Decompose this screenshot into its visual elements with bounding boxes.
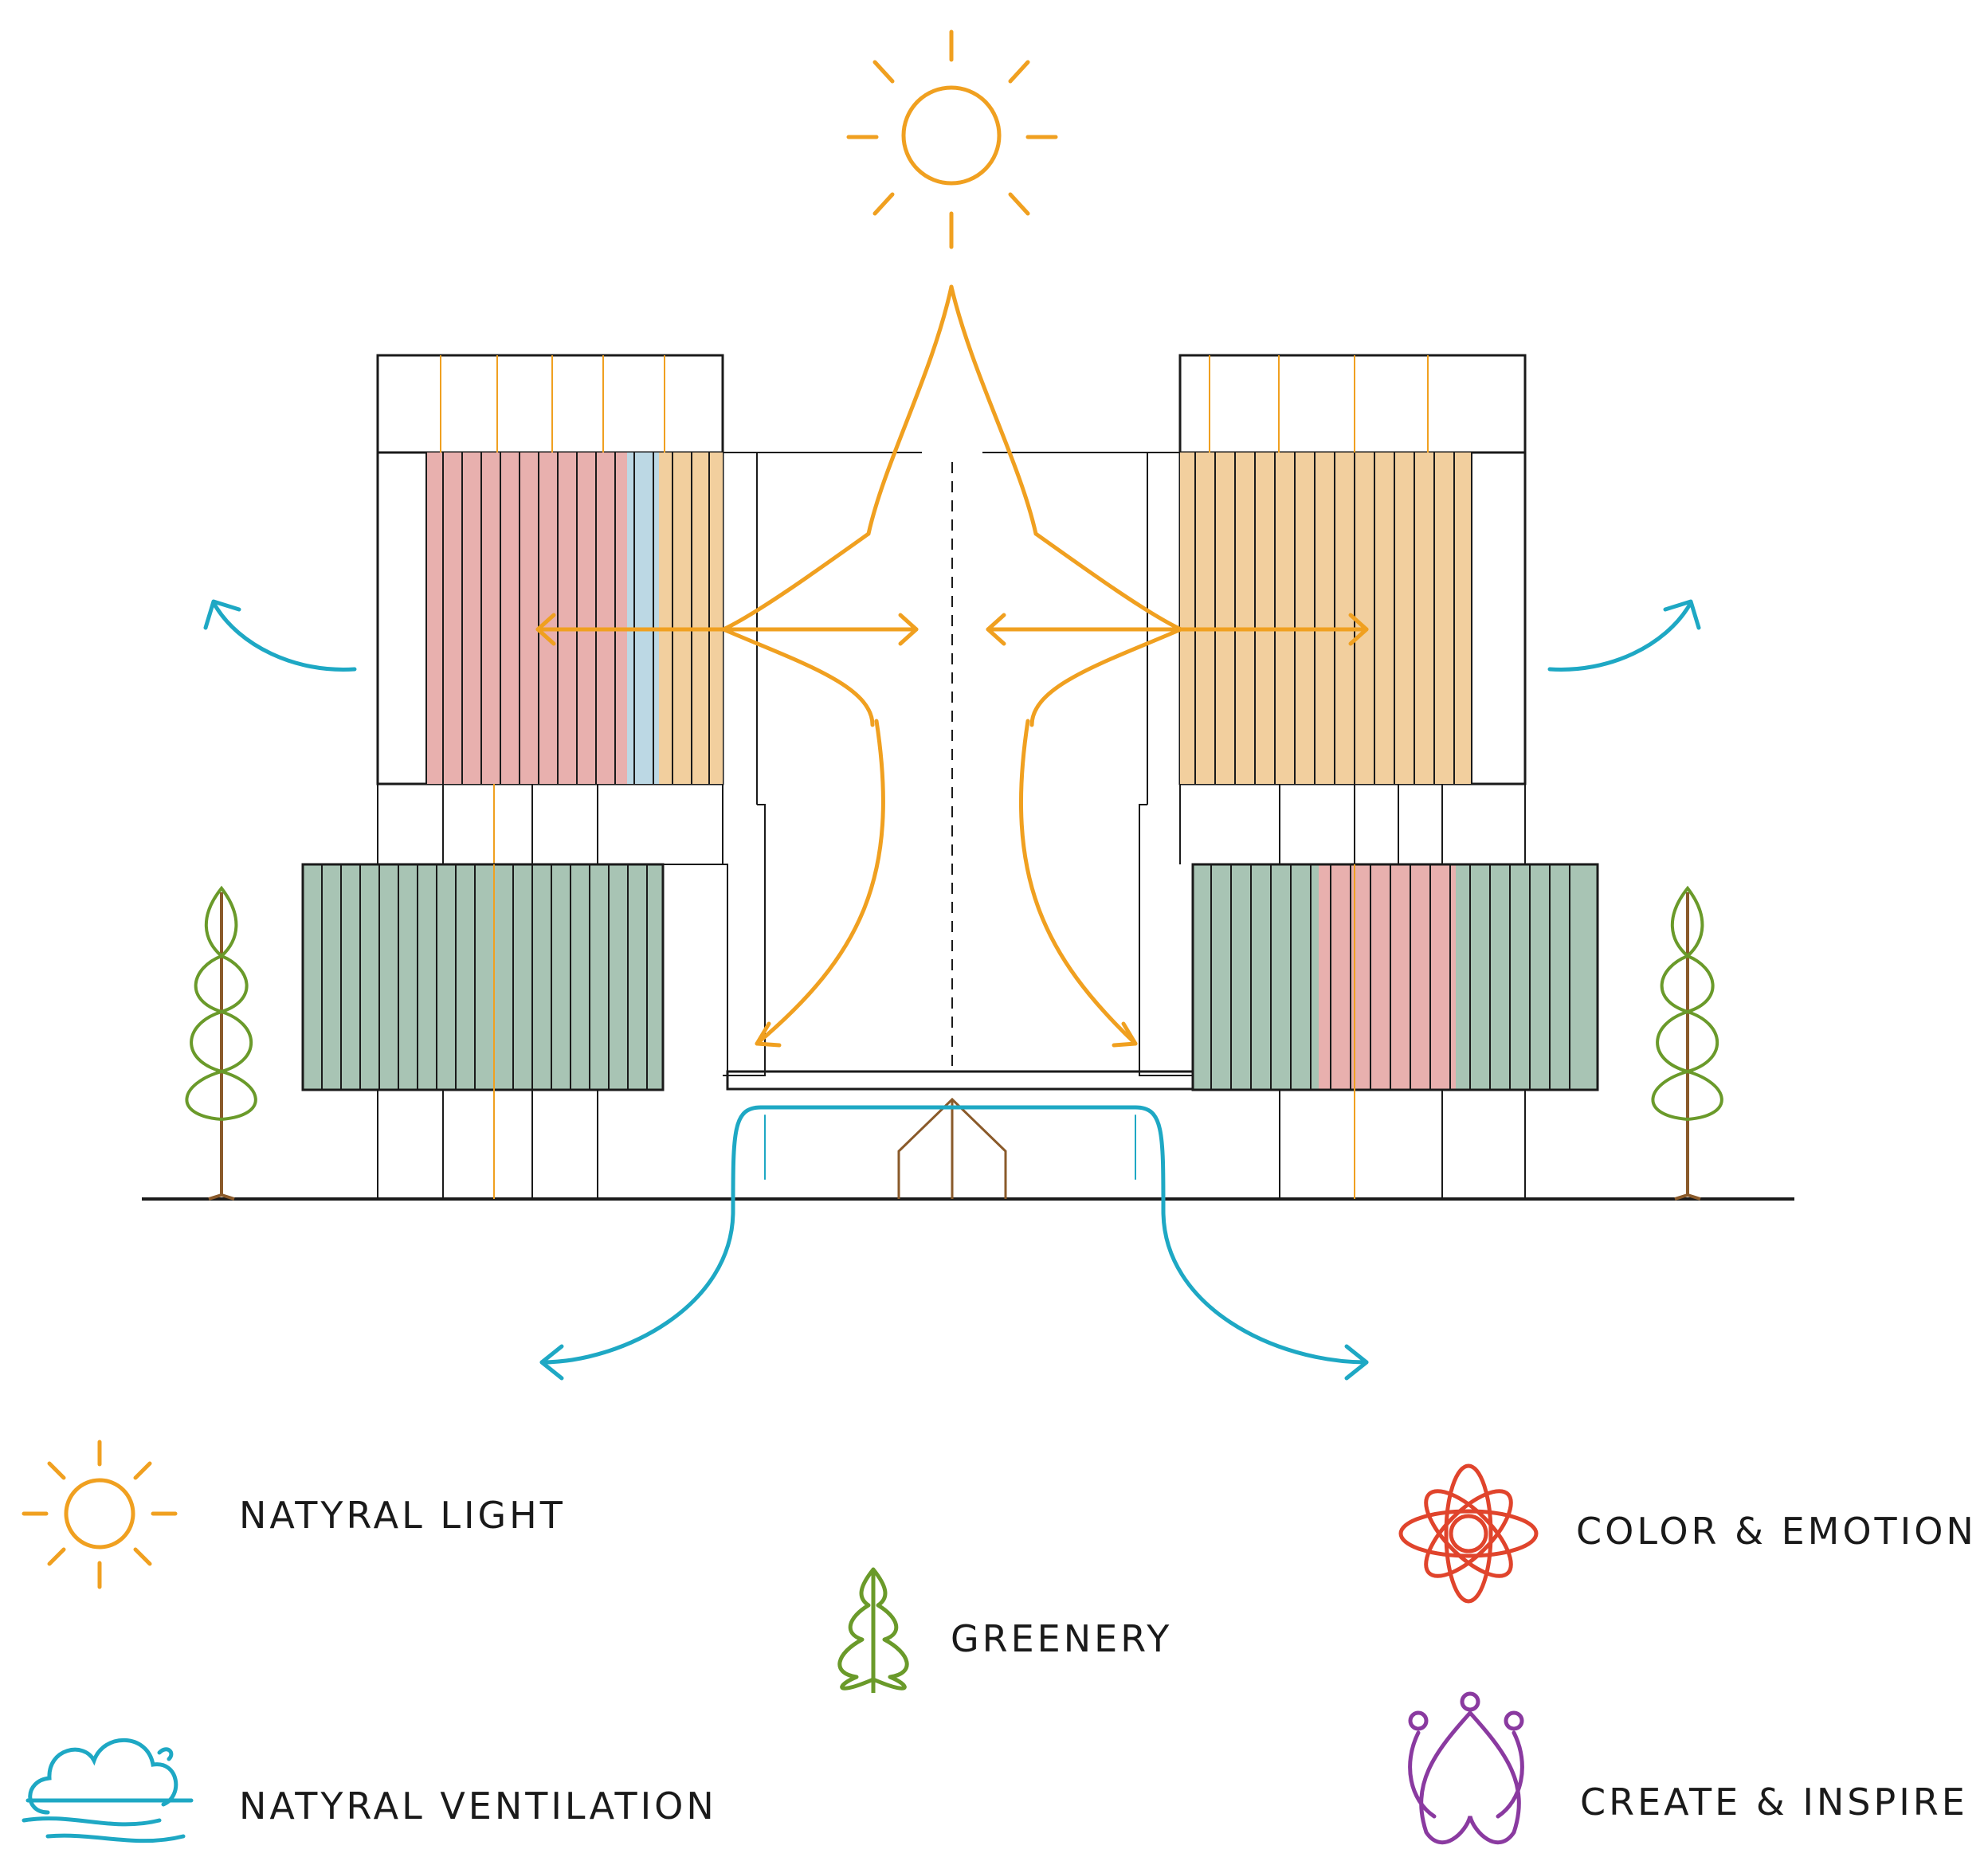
figures-icon	[1408, 1691, 1524, 1845]
bridge-slab	[726, 1070, 1194, 1091]
flower-knot-icon	[1398, 1463, 1539, 1604]
mid-level-columns	[377, 784, 1526, 1075]
legend-label-color-emotion: COLOR & EMOTION	[1576, 1510, 1977, 1553]
left-upper-panel	[425, 453, 723, 784]
left-lower-panel	[301, 863, 665, 1091]
legend-label-create-inspire: CREATE & INSPIRE	[1580, 1781, 1968, 1824]
right-upper-orange-lines	[1209, 355, 1429, 453]
ventilation-arrows	[203, 599, 1701, 1381]
central-void-frame	[723, 452, 1193, 1076]
right-lower-panel	[1191, 863, 1599, 1091]
legend-label-natural-light: NATYRAL LIGHT	[239, 1494, 566, 1537]
light-flow-arrows	[535, 284, 1369, 1048]
legend-label-natural-ventilation: NATYRAL VENTILATION	[239, 1785, 717, 1828]
tree-left	[185, 885, 257, 1201]
ground-orange-lines	[493, 864, 1355, 1199]
tree-right	[1651, 885, 1723, 1201]
left-upper-orange-lines	[440, 355, 665, 453]
tree-icon	[837, 1567, 909, 1693]
right-upper-panel	[1180, 453, 1472, 784]
sun-symbol	[846, 29, 1058, 249]
legend-label-greenery: GREENERY	[951, 1617, 1173, 1660]
cloud-wind-icon	[22, 1738, 194, 1843]
sun-icon	[22, 1440, 178, 1589]
